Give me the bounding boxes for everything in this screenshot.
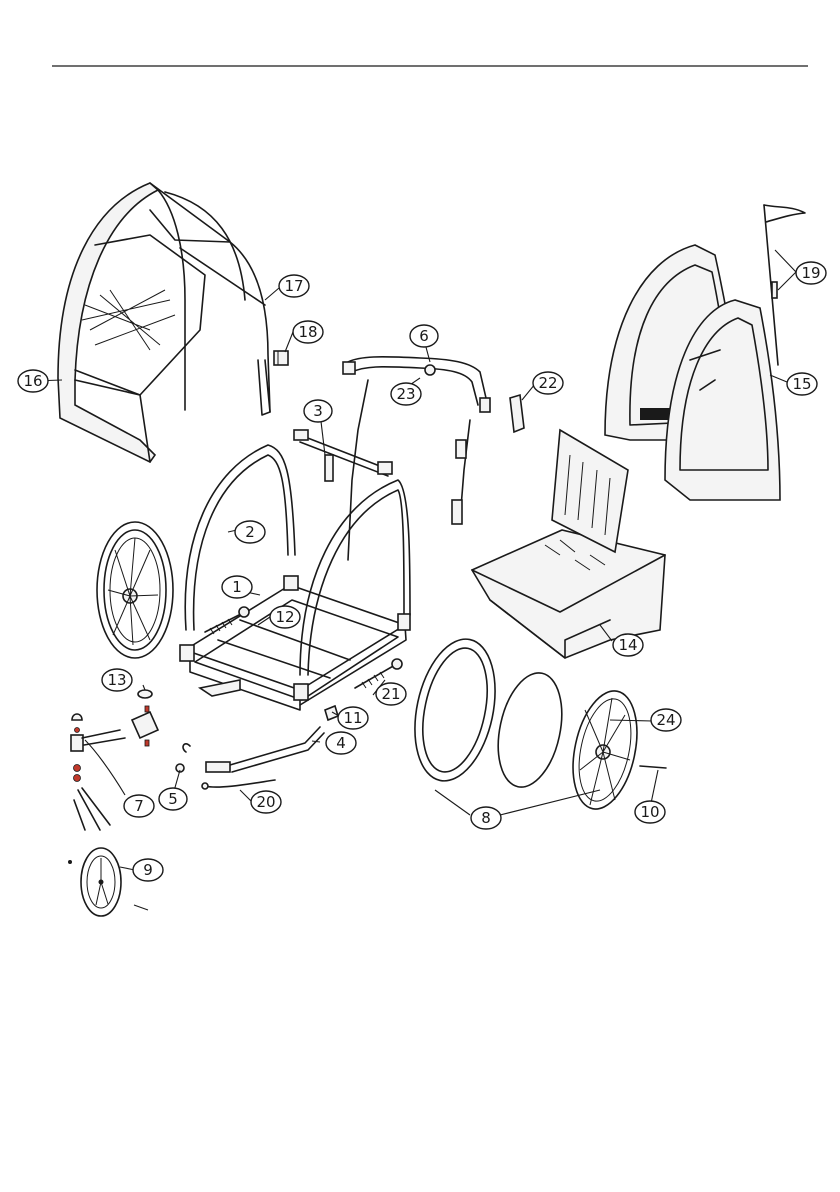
callout-5-number: 5	[168, 790, 178, 808]
callout-9: 9	[133, 859, 163, 881]
callout-7: 7	[124, 795, 154, 817]
callout-15: 15	[787, 373, 817, 395]
callout-18: 18	[293, 321, 323, 343]
callout-23: 23	[391, 383, 421, 405]
callout-10: 10	[635, 801, 665, 823]
callout-10-number: 10	[640, 803, 659, 821]
callout-9-number: 9	[143, 861, 153, 879]
callout-19-number: 19	[801, 264, 820, 282]
callout-24-number: 24	[656, 711, 675, 729]
callout-4-number: 4	[336, 734, 346, 752]
callout-12: 12	[270, 606, 300, 628]
callout-21-number: 21	[381, 685, 400, 703]
callout-24: 24	[651, 709, 681, 731]
callout-14: 14	[613, 634, 643, 656]
callout-3: 3	[304, 400, 332, 422]
side-window-panels-part	[605, 245, 780, 500]
bracket-part	[510, 395, 524, 432]
callout-3-number: 3	[313, 402, 323, 420]
callout-21: 21	[376, 683, 406, 705]
tow-bar-part	[176, 727, 324, 772]
callout-8: 8	[471, 807, 501, 829]
safety-cable-part	[202, 780, 275, 789]
callout-23-number: 23	[396, 385, 415, 403]
callout-6-number: 6	[419, 327, 429, 345]
callout-20: 20	[251, 791, 281, 813]
callout-1-number: 1	[232, 578, 242, 596]
callout-7-number: 7	[134, 797, 144, 815]
callout-17: 17	[279, 275, 309, 297]
callout-4: 4	[326, 732, 356, 754]
small-wheel-part	[68, 848, 148, 916]
callout-20-number: 20	[256, 793, 275, 811]
callout-11-number: 11	[343, 709, 362, 727]
seat-basket-part	[472, 430, 665, 658]
rear-wheels-part	[403, 632, 666, 815]
canopy-cover-part	[58, 183, 270, 462]
callout-16: 16	[18, 370, 48, 392]
callout-5: 5	[159, 788, 187, 810]
callout-6: 6	[410, 325, 438, 347]
callout-15-number: 15	[792, 375, 811, 393]
callout-14-number: 14	[618, 636, 637, 654]
tab-part	[325, 706, 338, 720]
cross-bar-part	[294, 430, 392, 481]
clip-part	[274, 351, 288, 365]
left-wheel-part	[97, 522, 173, 658]
callout-12-number: 12	[275, 608, 294, 626]
callout-2: 2	[235, 521, 265, 543]
base-frame-part	[180, 576, 410, 710]
callout-22-number: 22	[538, 374, 557, 392]
safety-flag-part	[764, 205, 805, 365]
callout-2-number: 2	[245, 523, 255, 541]
callout-22: 22	[533, 372, 563, 394]
callout-17-number: 17	[284, 277, 303, 295]
callout-16-number: 16	[23, 372, 42, 390]
callout-18-number: 18	[298, 323, 317, 341]
callout-1: 1	[222, 576, 252, 598]
callout-8-number: 8	[481, 809, 491, 827]
callout-11: 11	[338, 707, 368, 729]
callout-19: 19	[796, 262, 826, 284]
callout-13: 13	[102, 669, 132, 691]
callout-13-number: 13	[107, 671, 126, 689]
